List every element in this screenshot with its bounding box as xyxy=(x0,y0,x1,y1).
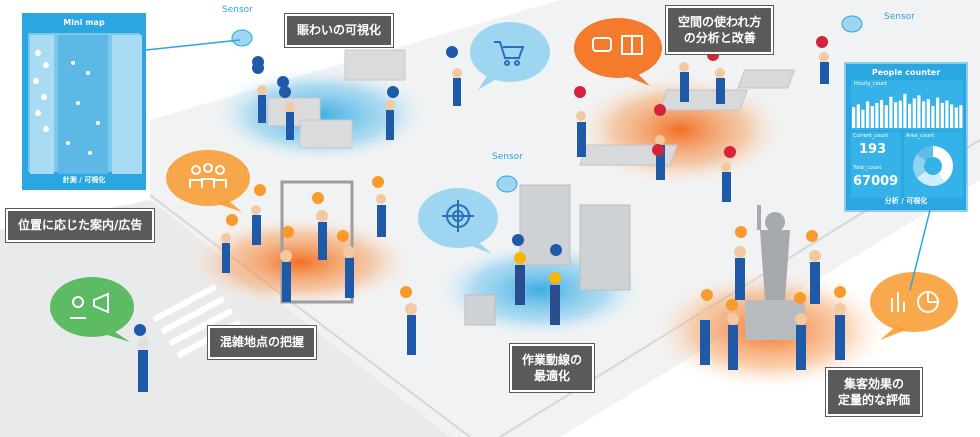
label-space-usage: 空間の使われ方 の分析と改善 xyxy=(666,6,774,54)
hourly-bar xyxy=(908,103,912,128)
hourly-bars xyxy=(852,93,963,128)
hourly-bar xyxy=(936,97,940,128)
label-workflow: 作業動線の 最適化 xyxy=(510,344,595,392)
bubble-target xyxy=(418,188,498,254)
hourly-bar xyxy=(852,107,856,128)
label-guidance-ads: 位置に応じた案内/広告 xyxy=(6,209,155,242)
chart-icon xyxy=(891,291,939,313)
bubble-map-pin-megaphone xyxy=(50,277,134,342)
heat-zone-orange xyxy=(180,214,420,310)
hourly-bar xyxy=(912,98,916,128)
area-slice xyxy=(913,154,926,178)
bubble-chart xyxy=(870,272,958,340)
area-count-label: Area_count xyxy=(906,133,935,139)
hourly-bar xyxy=(959,105,963,128)
bubble-chat xyxy=(574,18,662,86)
area-box: Area_count xyxy=(904,132,963,198)
sensor-label: Sensor xyxy=(492,152,523,162)
area-slice xyxy=(933,146,953,183)
hourly-chart: Hourly_count xyxy=(851,80,963,130)
warehouse-racks xyxy=(464,184,631,326)
store-shelves xyxy=(267,49,406,149)
label-effect-evaluation: 集客効果の 定量的な評価 xyxy=(826,368,923,416)
chat-icon xyxy=(592,35,643,55)
people-counter-frame xyxy=(844,62,968,212)
cart-icon xyxy=(494,41,525,66)
hourly-bar xyxy=(861,109,865,128)
target-icon xyxy=(442,200,474,232)
hourly-bar xyxy=(931,106,935,128)
label-workflow-line1: 作業動線の xyxy=(522,353,583,367)
bubble-cart xyxy=(470,22,550,90)
label-effect-line1: 集客効果の xyxy=(844,377,905,391)
label-space-usage-line2: の分析と改善 xyxy=(683,31,756,45)
street-plane xyxy=(0,200,450,437)
hourly-bar xyxy=(856,104,860,128)
sensor-label: Sensor xyxy=(222,5,253,15)
label-visualize-busy: 賑わいの可視化 xyxy=(285,14,394,47)
counter-connector xyxy=(909,209,931,291)
hourly-bar xyxy=(880,99,884,128)
hourly-bar xyxy=(903,93,907,128)
area-donut xyxy=(913,146,953,186)
hourly-bar xyxy=(922,101,926,128)
area-slice xyxy=(916,146,933,161)
label-space-usage-line1: 空間の使われ方 xyxy=(678,15,762,29)
hourly-label: Hourly_count xyxy=(854,81,887,87)
mini-map-title: Mini map xyxy=(63,18,105,27)
count-box: Current_count 193 Total_count 67009 xyxy=(851,132,901,198)
team-icon xyxy=(189,163,227,188)
hourly-bar xyxy=(898,100,902,128)
people xyxy=(137,52,846,392)
mini-map-view xyxy=(28,33,142,174)
bubble-team xyxy=(166,150,250,212)
label-effect-line2: 定量的な評価 xyxy=(838,393,911,407)
hourly-bar xyxy=(950,104,954,128)
minimap-connector xyxy=(145,39,241,51)
sensor-device xyxy=(231,15,863,193)
area-slice xyxy=(916,171,945,186)
people-counter-footer: 分析 / 可視化 xyxy=(884,197,928,205)
sensor-label: Sensor xyxy=(884,12,915,22)
people-counter-title: People counter xyxy=(871,68,941,77)
label-congestion: 混雑地点の把握 xyxy=(208,326,317,359)
hourly-bar xyxy=(954,107,958,128)
entrance-gate xyxy=(280,180,354,304)
map-pin-megaphone-icon xyxy=(70,292,109,319)
total-count-label: Total_count xyxy=(853,165,882,171)
hourly-bar xyxy=(926,99,930,128)
hourly-bar xyxy=(917,95,921,128)
hourly-bar xyxy=(940,102,944,128)
mini-map-plan xyxy=(30,35,142,174)
mini-map-footer: 計測 / 可視化 xyxy=(62,176,106,184)
hourly-bar xyxy=(870,106,874,128)
hourly-bar xyxy=(884,105,888,128)
hourly-bar xyxy=(945,100,949,128)
label-workflow-line2: 最適化 xyxy=(534,369,571,383)
statue-of-liberty xyxy=(745,205,805,340)
current-count-value: 193 xyxy=(859,142,887,157)
people-counter-panel: People counter Hourly_count Current_coun… xyxy=(846,64,966,210)
hourly-bar xyxy=(889,96,893,128)
mini-map-panel: Mini map 計測 / 可視化 xyxy=(22,13,146,190)
current-count-label: Current_count xyxy=(853,133,889,139)
total-count-value: 67009 xyxy=(853,174,899,189)
hourly-bar xyxy=(866,101,870,128)
hourly-bar xyxy=(875,102,879,128)
hourly-bar xyxy=(894,102,898,128)
